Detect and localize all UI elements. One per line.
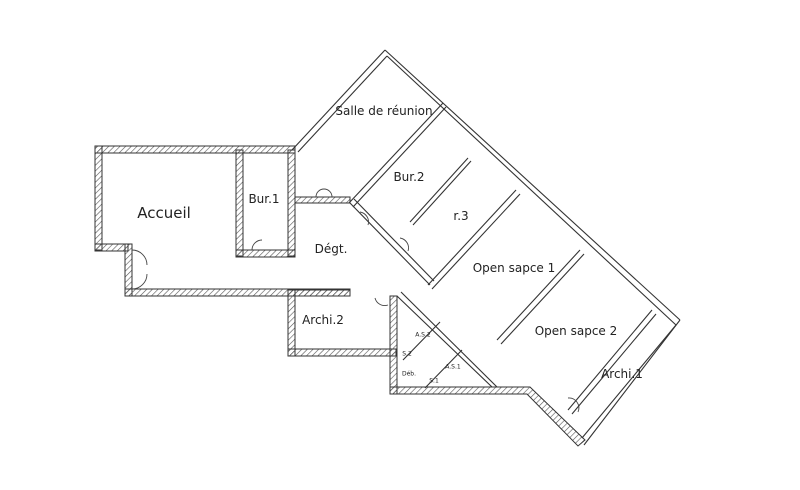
room-label-archi2: Archi.2 (302, 313, 344, 327)
wall-sanitary-diagonal (396, 295, 493, 388)
wall-reunion-bur2 (348, 102, 444, 204)
wall-r3-os1 (427, 189, 517, 286)
door-archi1 (567, 397, 580, 413)
door-archi2 (374, 297, 389, 306)
wall-archi2-bottom (287, 348, 397, 357)
wall-bur1-right (287, 149, 296, 257)
wall-accueil-left (94, 145, 103, 251)
wall-northeast (384, 49, 681, 321)
wall-bur1-bottom (235, 249, 296, 258)
wall-os2-archi1 (567, 309, 653, 411)
room-label-as1: A.S.1 (445, 363, 461, 371)
wall-bur2-r3 (409, 157, 469, 223)
room-label-archi1: Archi.1 (601, 367, 643, 381)
wall-reunion-left (291, 49, 386, 151)
door-accueil (131, 249, 148, 290)
wall-degt-diagonal (349, 202, 431, 286)
wall-accueil-bottom (94, 243, 129, 252)
wall-corridor-left (124, 243, 133, 297)
room-label-salle-reunion: Salle de réunion (335, 104, 433, 118)
room-label-degt: Dégt. (314, 242, 348, 256)
room-label-accueil: Accueil (137, 204, 191, 222)
wall-bur1-left (235, 149, 244, 257)
wall-sanitary-left (389, 295, 398, 395)
wall-archi1-right (583, 319, 681, 446)
room-label-bur2: Bur.2 (393, 170, 425, 184)
wall-archi2-top (287, 289, 351, 297)
room-label-open-space-2: Open sapce 2 (534, 324, 618, 338)
wall-bottom (389, 386, 586, 447)
room-label-s1: S.1 (429, 377, 439, 385)
wall-accueil-top (94, 145, 296, 154)
door-bur1 (251, 239, 263, 251)
room-label-s2: S.2 (402, 350, 412, 358)
wall-os1-os2 (496, 249, 581, 341)
door-reunion (315, 188, 333, 198)
wall-archi2-left (287, 289, 296, 357)
door-bur2 (359, 211, 369, 226)
room-label-deb: Déb. (401, 370, 417, 378)
room-label-open-space-1: Open sapce 1 (472, 261, 556, 275)
room-label-bur1: Bur.1 (248, 192, 280, 206)
room-label-as2: A.S.2 (415, 331, 431, 339)
room-label-r3: r.3 (453, 209, 469, 223)
wall-degt-top (294, 196, 351, 204)
door-r3 (399, 237, 409, 252)
